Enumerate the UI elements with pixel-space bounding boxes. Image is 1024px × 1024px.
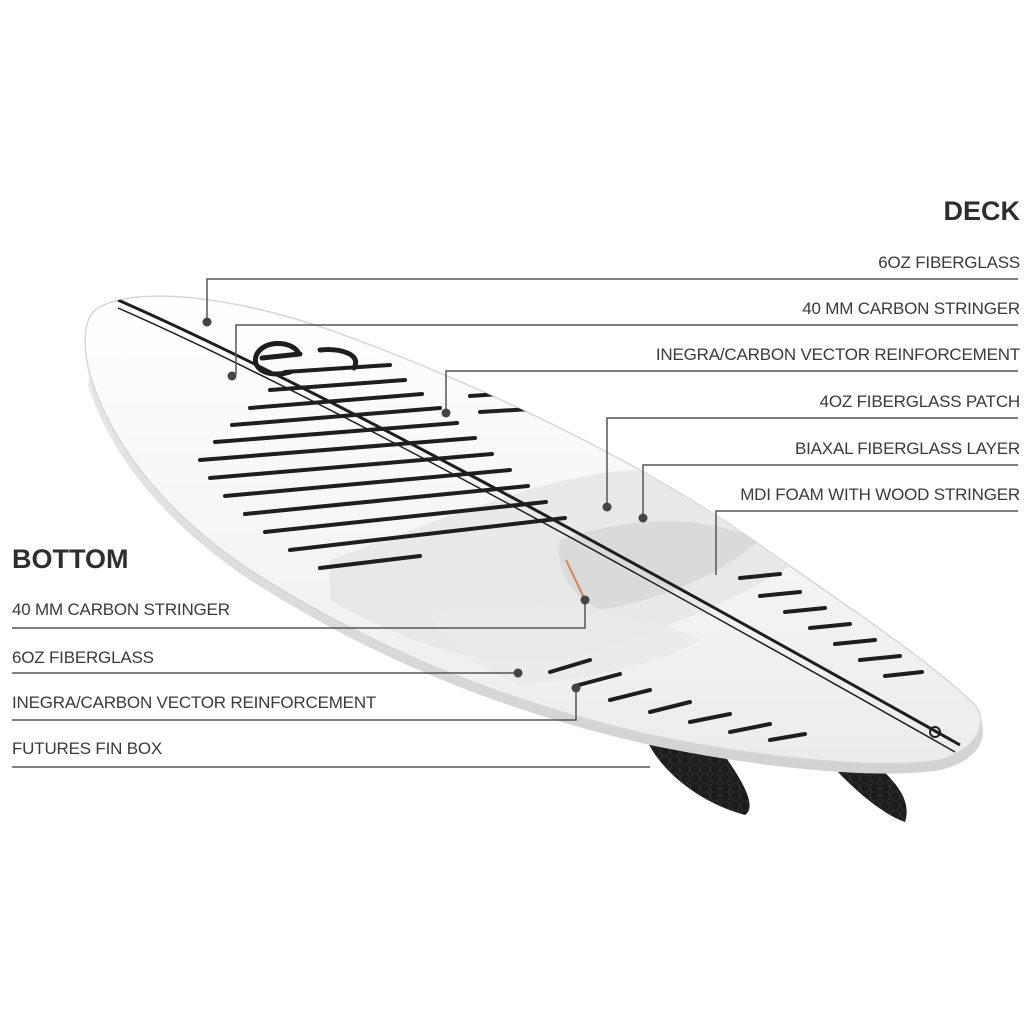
carbon-tail-stripes <box>548 572 924 742</box>
brand-logo-icon <box>253 341 359 377</box>
deck-label-carbon-stringer: 40 MM CARBON STRINGER <box>802 299 1020 318</box>
bottom-leader-dots <box>513 595 590 693</box>
bottom-label-futures-fin-box: FUTURES FIN BOX <box>12 739 163 758</box>
carbon-stringer <box>117 298 961 753</box>
fin-icon <box>838 768 907 822</box>
deck-label-vector-reinforcement: INEGRA/CARBON VECTOR REINFORCEMENT <box>655 345 1020 364</box>
fiberglass-patch <box>430 606 700 685</box>
bottom-label-vector-reinforcement: INEGRA/CARBON VECTOR REINFORCEMENT <box>12 693 377 712</box>
deck-label-6oz-fiberglass: 6OZ FIBERGLASS <box>878 253 1020 272</box>
leash-plug <box>929 726 941 738</box>
deck-leader-lines <box>206 278 1018 575</box>
deck-label-4oz-fiberglass-patch: 4OZ FIBERGLASS PATCH <box>819 392 1021 411</box>
wood-stringer <box>565 559 586 601</box>
bottom-leader-lines <box>12 600 650 768</box>
deck-label-biaxal-fiberglass: BIAXAL FIBERGLASS LAYER <box>795 439 1020 458</box>
deck-leader-dots <box>202 317 648 523</box>
deck-label-mdi-foam: MDI FOAM WITH WOOD STRINGER <box>740 485 1020 504</box>
foam-core <box>559 521 760 610</box>
deck-heading: DECK <box>943 196 1020 226</box>
bottom-label-carbon-stringer: 40 MM CARBON STRINGER <box>12 600 230 619</box>
fin-icon <box>642 727 750 815</box>
bottom-label-6oz-fiberglass: 6OZ FIBERGLASS <box>12 648 154 667</box>
bottom-heading: BOTTOM <box>12 544 129 574</box>
carbon-vector-stripes <box>198 363 582 570</box>
